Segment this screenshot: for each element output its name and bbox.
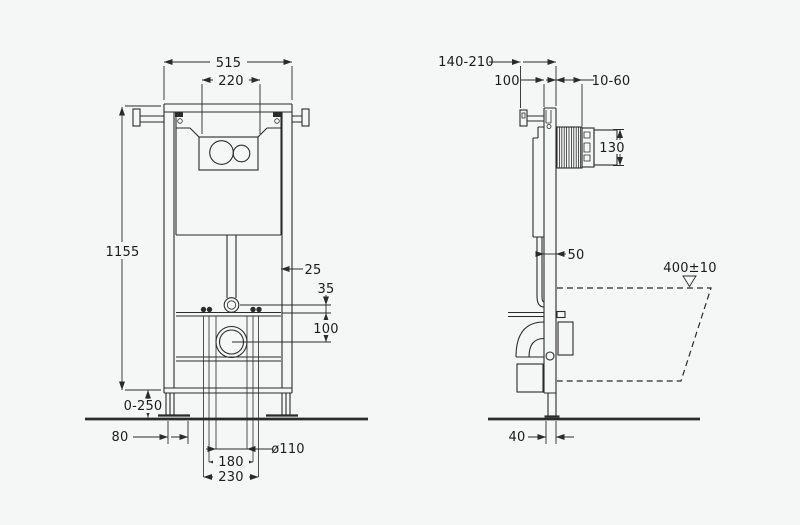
dim-wall-distance-min: 100 bbox=[494, 74, 556, 107]
front-view bbox=[85, 103, 368, 477]
bracket-head bbox=[132, 108, 141, 127]
cistern-side-profile bbox=[532, 126, 544, 238]
rail-bolt bbox=[256, 306, 262, 313]
wall-bracket-side bbox=[519, 109, 544, 127]
dim-label-access-width: 220 bbox=[218, 74, 243, 89]
dim-wall-distance-range: 140-210 bbox=[438, 55, 557, 108]
cistern-tank bbox=[175, 112, 282, 236]
fixing-rail bbox=[176, 311, 281, 317]
dim-foot-profile-depth: 40 bbox=[509, 421, 574, 445]
dim-label-actuator-box-height: 130 bbox=[599, 141, 624, 156]
wall-bracket-left bbox=[132, 108, 164, 127]
side-view bbox=[488, 107, 712, 421]
dim-label-outlet-offset: 100 bbox=[313, 322, 338, 337]
dim-label-foot-adjustment: 0-250 bbox=[124, 399, 163, 414]
dim-finish-adjustment: 10-60 bbox=[556, 74, 630, 126]
dim-foot-adjustment: 0-250 bbox=[121, 390, 165, 418]
dim-label-inlet-offset: 35 bbox=[318, 282, 335, 297]
dim-bowl-rim-height: 400±10 bbox=[663, 261, 717, 288]
dim-inlet-outlet-offsets: 35 100 bbox=[232, 282, 344, 343]
frame-legs bbox=[165, 393, 291, 415]
corner-fixing-left bbox=[175, 112, 183, 117]
flush-pipe-side bbox=[536, 237, 545, 308]
inlet-connector-inner bbox=[226, 300, 237, 310]
flush-button-small bbox=[232, 144, 251, 163]
waste-elbow bbox=[515, 321, 545, 358]
corner-fixing-right bbox=[273, 112, 281, 117]
dim-label-bolt-spacing-inner: 180 bbox=[218, 455, 243, 470]
rail-bolt bbox=[200, 306, 207, 313]
dim-label-wall-distance-range: 140-210 bbox=[438, 55, 494, 70]
dim-label-bowl-rim-height: 400±10 bbox=[663, 261, 716, 276]
bracket-shaft bbox=[527, 115, 544, 122]
dim-label-frame-profile-depth: 50 bbox=[568, 248, 585, 263]
dim-frame-profile-depth: 50 bbox=[535, 248, 585, 263]
dim-foot-plate-offset: 80 bbox=[112, 421, 189, 445]
column-bolt bbox=[546, 124, 552, 129]
fixing-bolt-hole bbox=[545, 351, 555, 361]
rail-bolt bbox=[206, 306, 213, 313]
flush-pipe bbox=[226, 235, 237, 298]
dim-label-foot-plate-offset: 80 bbox=[112, 430, 129, 445]
rail-bolts bbox=[200, 306, 262, 313]
frame-outline bbox=[163, 103, 293, 394]
inlet-connector-outer bbox=[223, 297, 240, 313]
wall-bracket-right bbox=[292, 108, 310, 127]
dim-label-profile-depth: 25 bbox=[305, 263, 322, 278]
frame-leg-side bbox=[547, 393, 557, 416]
rail-tab bbox=[556, 310, 566, 319]
rail-bolt bbox=[250, 306, 256, 313]
dim-profile-depth: 25 bbox=[281, 263, 321, 278]
outlet-connector-block bbox=[557, 321, 574, 356]
corner-bolt-left bbox=[177, 118, 183, 124]
sleeve-hatching bbox=[559, 127, 581, 168]
adjuster-detail bbox=[583, 131, 591, 162]
flush-plate bbox=[198, 136, 259, 171]
dim-label-outlet-diameter: ø110 bbox=[271, 442, 305, 457]
dim-label-bolt-spacing-outer: 230 bbox=[218, 470, 243, 485]
dim-label-finish-adjustment: 10-60 bbox=[592, 74, 631, 89]
dim-access-width: 220 bbox=[201, 72, 261, 134]
bracket-head bbox=[301, 108, 310, 127]
dim-outlet-diameter: ø110 bbox=[206, 442, 305, 457]
dim-label-wall-distance-min: 100 bbox=[494, 74, 519, 89]
dim-label-frame-height: 1155 bbox=[106, 245, 140, 260]
flush-button-large bbox=[209, 140, 234, 165]
drain-sleeve bbox=[516, 363, 544, 393]
column-slot bbox=[545, 110, 552, 124]
support-rail-side bbox=[508, 311, 544, 318]
side-dimensions: 140-210 100 10-60 130 50 400± bbox=[438, 55, 717, 445]
bracket-slot bbox=[521, 112, 526, 119]
threaded-rods bbox=[203, 316, 259, 477]
dim-actuator-box-height: 130 bbox=[599, 129, 627, 166]
dim-frame-height: 1155 bbox=[100, 105, 161, 391]
dim-width-overall: 515 bbox=[163, 54, 293, 100]
frame-column bbox=[543, 107, 557, 394]
lower-crossbar bbox=[176, 356, 281, 362]
dim-bolt-spacing-inner: 180 bbox=[209, 455, 253, 470]
bracket-head bbox=[519, 109, 528, 127]
bracket-shaft bbox=[140, 115, 164, 123]
corner-bolt-right bbox=[274, 118, 280, 124]
toilet-bowl-outline bbox=[557, 287, 712, 382]
dim-label-foot-profile-depth: 40 bbox=[509, 430, 526, 445]
dim-bolt-spacing-outer: 230 bbox=[203, 470, 259, 485]
dim-label-width-overall: 515 bbox=[216, 56, 241, 71]
level-triangle-icon bbox=[682, 275, 697, 288]
bracket-shaft bbox=[292, 115, 302, 123]
front-dimensions: 515 220 1155 25 35 100 bbox=[100, 54, 344, 485]
